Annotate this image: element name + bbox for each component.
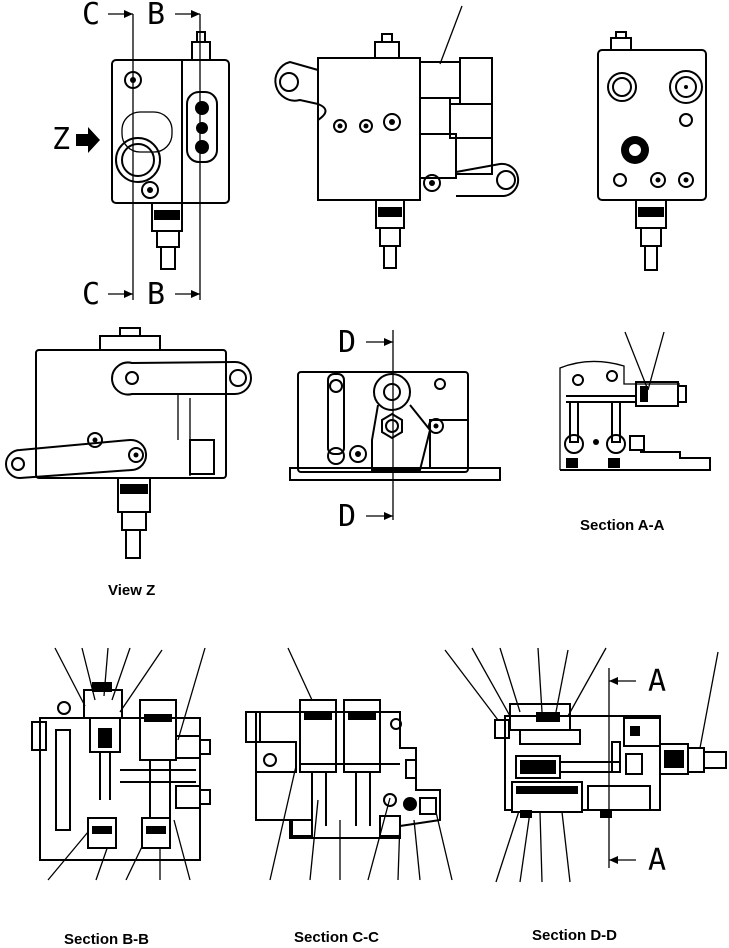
caption-section-bb: Section B-B [64, 931, 150, 948]
center-view [289, 330, 501, 520]
section-bb-drawing [31, 647, 211, 881]
section-cc-drawing [245, 647, 453, 881]
section-marker-a-top: A [648, 664, 667, 699]
front-view [111, 14, 230, 300]
side-view [274, 5, 520, 269]
section-marker-c-top: C [82, 0, 101, 32]
section-marker-d-bottom: D [338, 499, 357, 534]
view-z-arrow-label: Z [52, 122, 71, 157]
section-aa-drawing [559, 331, 711, 471]
section-marker-a-bottom: A [648, 843, 667, 878]
section-marker-c-bottom: C [82, 277, 101, 312]
caption-section-cc: Section C-C [294, 929, 380, 946]
section-dd-drawing [444, 647, 727, 883]
section-marker-b-top: B [147, 0, 166, 32]
caption-section-dd: Section D-D [532, 927, 618, 944]
caption-section-aa: Section A-A [580, 517, 665, 534]
section-marker-d-top: D [338, 325, 357, 360]
caption-view-z: View Z [108, 582, 156, 599]
section-marker-arrows [76, 10, 636, 864]
section-marker-b-bottom: B [147, 277, 166, 312]
view-z [5, 327, 252, 559]
rear-view [597, 31, 707, 271]
